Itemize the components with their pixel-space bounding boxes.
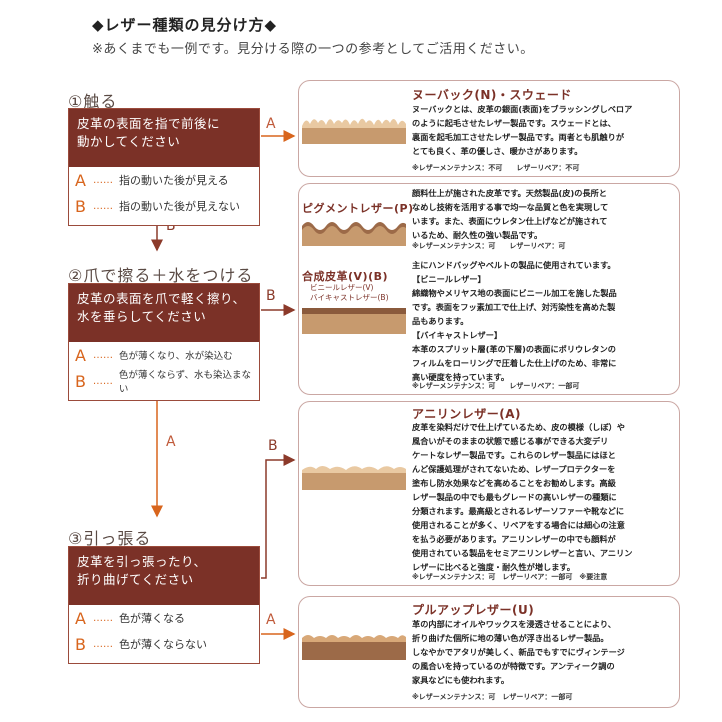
card-nubuck-meta: ※レザーメンテナンス：不可 レザーリペア：不可: [412, 164, 580, 172]
card-aniline-meta: ※レザーメンテナンス：可 レザーリペア：一部可 ※要注意: [412, 573, 608, 581]
card-pigment-synthetic: [298, 183, 680, 395]
card-synthetic-sub1: ビニールレザー(V): [310, 283, 374, 292]
pullup-swatch-icon: [302, 635, 406, 660]
step3-box: 皮革を引っ張ったり、 折り曲げてください A …… 色が薄くなる B …… 色が…: [68, 546, 260, 664]
arrow-label-a1: A: [266, 116, 276, 132]
pigment-swatch-icon: [302, 222, 406, 246]
step2-box: 皮革の表面を爪で軽く擦り、 水を垂らしてください A …… 色が薄くなり、水が染…: [68, 283, 260, 401]
arrow-step3-b: [261, 454, 296, 579]
step3-option-b: B …… 色が薄くならない: [75, 634, 207, 654]
card-aniline-text: 皮革を染料だけで仕上げているため、皮の模様（しぼ）や 風合いがそのままの状態で感…: [412, 422, 633, 572]
step2-option-a: A …… 色が薄くなり、水が染込む: [75, 345, 233, 365]
card-synthetic-sub2: バイキャストレザー(B): [310, 293, 389, 302]
step1-option-b: B …… 指の動いた後が見えない: [75, 196, 240, 216]
step3-option-a: A …… 色が薄くなる: [75, 608, 185, 628]
arrow-label-b1: B: [166, 218, 176, 234]
synthetic-swatch-icon: [302, 308, 406, 334]
step3-title: ③引っ張る: [68, 529, 152, 548]
card-aniline: [298, 401, 680, 586]
card-nubuck-title: ヌーバック(N)・スウェード: [412, 88, 572, 102]
step1-option-a: A …… 指の動いた後が見える: [75, 170, 229, 190]
aniline-swatch-icon: [302, 466, 406, 490]
card-pullup-text: 革の内部にオイルやワックスを浸透させることにより、 折り曲げた個所に地の薄い色が…: [412, 619, 625, 685]
card-synthetic-meta: ※レザーメンテナンス：可 レザーリペア：一部可: [412, 382, 580, 390]
step2-option-b: B …… 色が薄くならず、水も染込まない: [75, 370, 251, 395]
card-pullup-title: プルアップレザー(U): [412, 603, 535, 617]
arrow-label-b2: B: [266, 288, 276, 304]
card-aniline-title: アニリンレザー(A): [412, 407, 522, 421]
card-synthetic-text: 主にハンドバッグやベルトの製品に使用されています。 【ビニールレザー】 綿織物や…: [412, 260, 617, 382]
step2-title: ②爪で擦る＋水をつける: [68, 266, 254, 285]
arrow-label-a2: A: [166, 434, 176, 450]
card-pullup-meta: ※レザーメンテナンス：可 レザーリペア：一部可: [412, 693, 573, 701]
arrow-label-a3: A: [266, 612, 276, 628]
step1-instruction: 皮革の表面を指で前後に 動かしてください: [69, 109, 259, 167]
step2-instruction: 皮革の表面を爪で軽く擦り、 水を垂らしてください: [69, 284, 259, 342]
step1-box: 皮革の表面を指で前後に 動かしてください A …… 指の動いた後が見える B ……: [68, 108, 260, 226]
card-synthetic-title: 合成皮革(V)(B): [302, 270, 389, 283]
card-nubuck-text: ヌーバックとは、皮革の銀面(表面)をブラッシングしベロア のように起毛させたレザ…: [412, 104, 633, 156]
step3-instruction: 皮革を引っ張ったり、 折り曲げてください: [69, 547, 259, 605]
arrow-label-b3: B: [268, 438, 278, 454]
card-pigment-meta: ※レザーメンテナンス：可 レザーリペア：可: [412, 242, 566, 250]
step1-title: ①触る: [68, 92, 118, 111]
nubuck-swatch-icon: [302, 118, 406, 144]
page-title: ◆レザー種類の見分け方◆: [92, 16, 278, 34]
page-subtitle: ※あくまでも一例です。見分ける際の一つの参考としてご活用ください。: [92, 42, 534, 57]
card-pigment-text: 顔料仕上が施された皮革です。天然製品(皮)の長所と なめし技術を活用する事で均一…: [412, 188, 609, 240]
card-pigment-title: ピグメントレザー(P): [302, 202, 414, 215]
